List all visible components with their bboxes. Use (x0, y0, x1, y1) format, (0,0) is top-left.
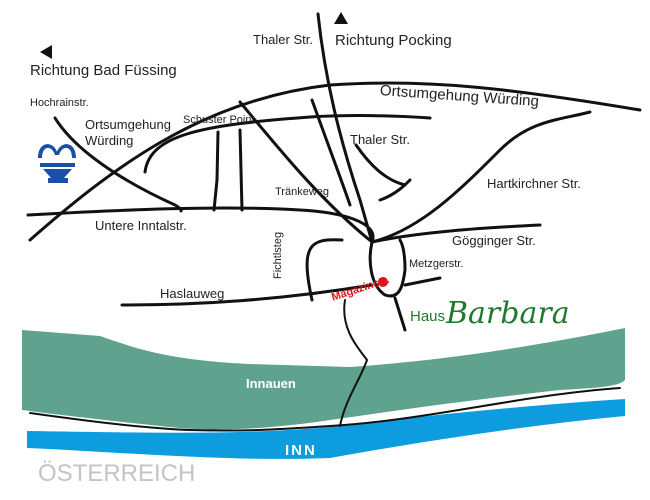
label-hartkirchner: Hartkirchner Str. (487, 176, 581, 191)
innauen-meadow (22, 328, 625, 430)
label-metzger: Metzgerstr. (409, 258, 464, 270)
road-river (29, 387, 621, 432)
label-hochrain: Hochrainstr. (30, 97, 89, 109)
label-oesterreich: ÖSTERREICH (38, 460, 196, 487)
road-thaler-mid (310, 98, 352, 207)
label-haslauweg: Haslauweg (160, 286, 225, 301)
logo-haus: Haus (410, 308, 446, 325)
direction-bad-fuessing: Richtung Bad Füssing (30, 62, 177, 79)
road-untere-inntal (26, 206, 375, 244)
road-goegginger (370, 223, 542, 244)
road-fichtlsteg (305, 238, 344, 302)
label-traenkeweg: Tränkeweg (275, 186, 330, 198)
road-hartkirchner (370, 110, 592, 244)
label-fichtlsteg: Fichtlsteg (272, 231, 284, 279)
road-schuster-v1 (212, 130, 220, 212)
hotel-marker (378, 277, 388, 287)
label-ortsumgehung-left-1: Ortsumgehung (85, 117, 171, 132)
roads (26, 12, 642, 432)
logo-barbara: Barbara (446, 296, 570, 331)
label-untere-inntal: Untere Inntalstr. (95, 218, 187, 233)
label-thaler-top: Thaler Str. (253, 32, 313, 47)
road-south (339, 299, 369, 427)
label-ortsumgehung-left-2: Würding (85, 133, 134, 148)
inn-river (27, 399, 625, 459)
arrow-left-icon (40, 45, 52, 59)
fountain-icon (38, 144, 76, 183)
label-goegginger: Gögginger Str. (452, 233, 536, 248)
road-side (354, 143, 407, 187)
road-magazin-loop (368, 238, 407, 298)
arrow-up-icon (334, 12, 348, 24)
road-haslauweg (120, 283, 374, 307)
label-innauen: Innauen (246, 376, 296, 391)
road-schuster-v2 (238, 128, 244, 212)
road-diagonal (238, 100, 374, 244)
road-metz-south (393, 296, 407, 332)
label-inn: INN (285, 442, 317, 459)
road-metzger (403, 276, 442, 287)
direction-pocking: Richtung Pocking (335, 32, 452, 49)
road-side2 (378, 178, 412, 202)
road-schuster (143, 113, 432, 174)
label-schuster: Schuster Point (183, 114, 255, 126)
label-thaler: Thaler Str. (350, 132, 410, 147)
